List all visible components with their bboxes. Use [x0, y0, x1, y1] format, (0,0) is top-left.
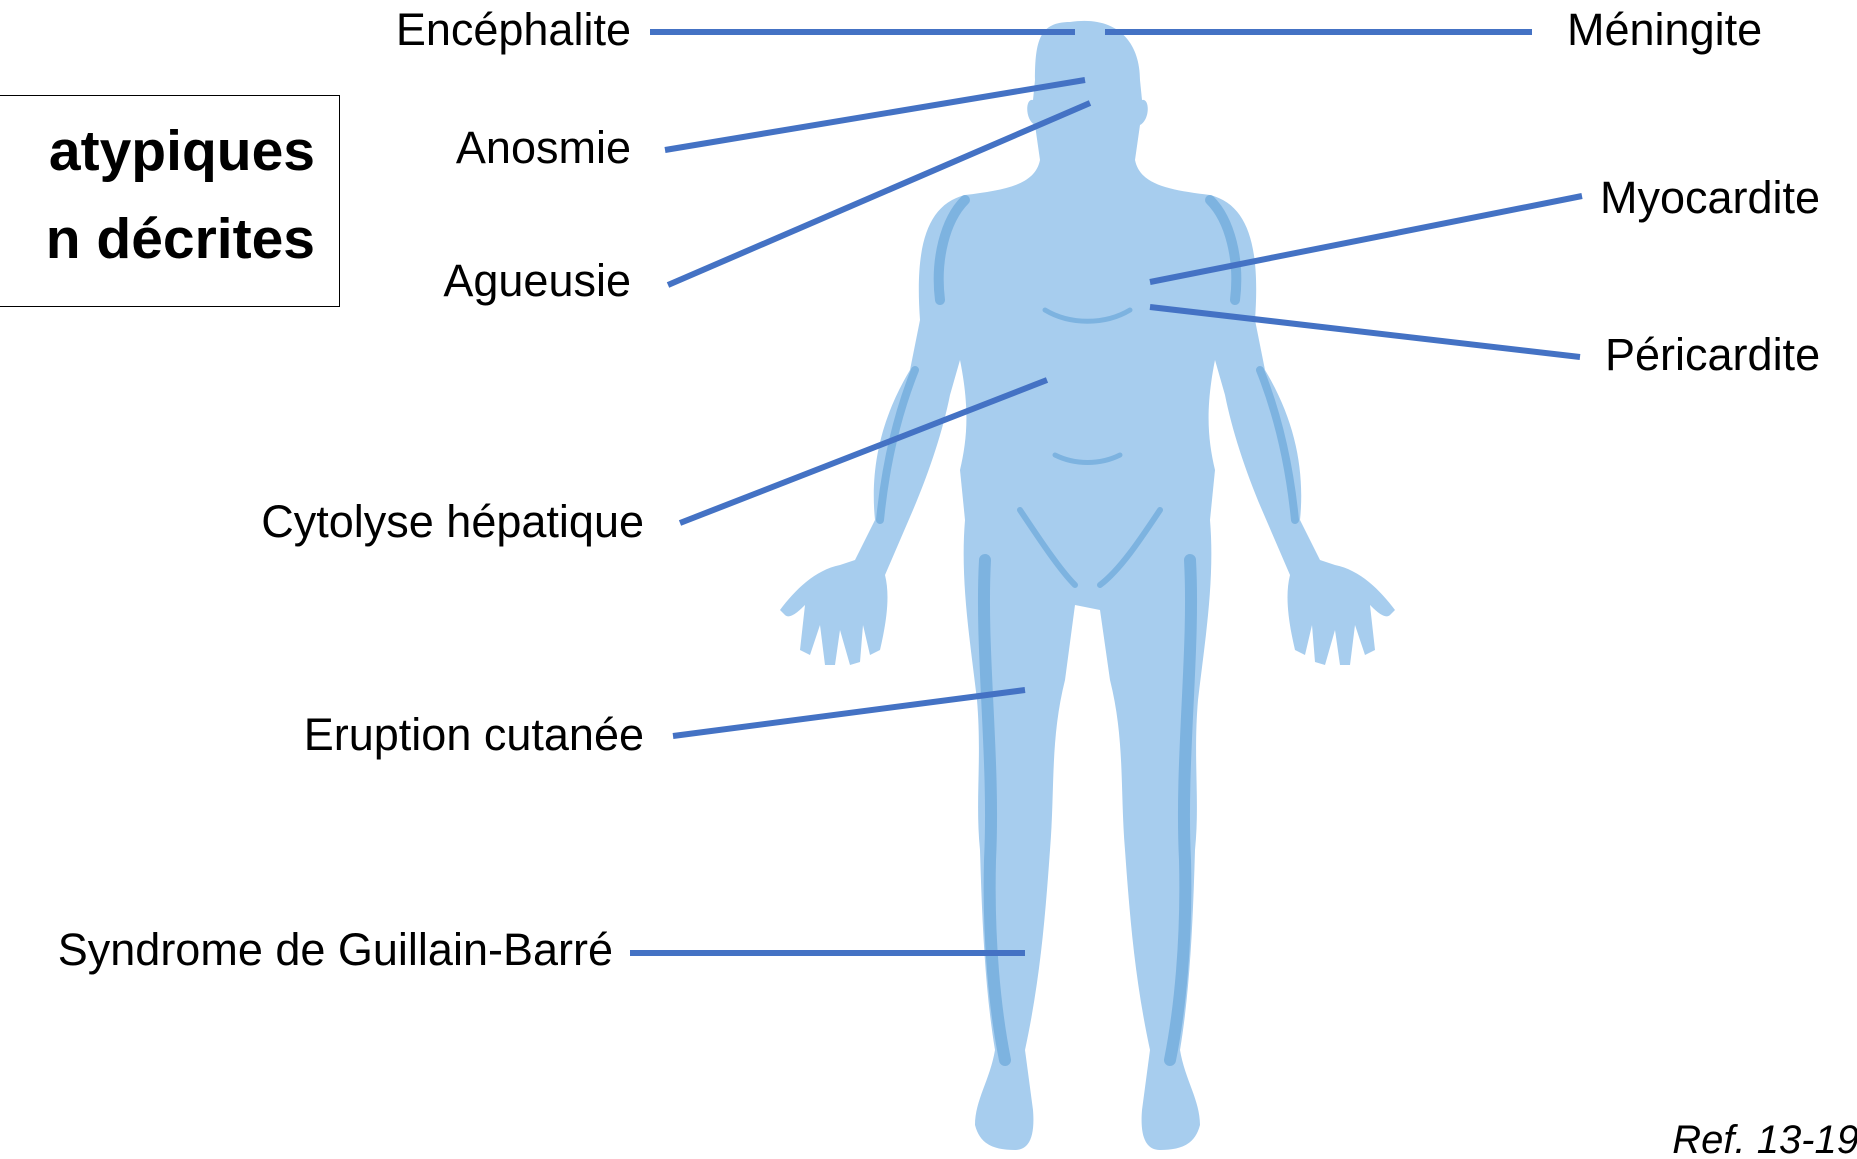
label-meningite: Méningite	[1567, 2, 1762, 58]
leader-line-eruption	[673, 690, 1025, 736]
leader-line-anosmie	[665, 80, 1085, 150]
label-encephalite: Encéphalite	[396, 2, 631, 58]
label-agueusie: Agueusie	[443, 253, 631, 309]
label-pericardite: Péricardite	[1605, 327, 1820, 383]
title-line-1: atypiques	[49, 118, 315, 184]
title-line-2: n décrites	[46, 206, 315, 272]
label-guillain-barre: Syndrome de Guillain-Barré	[58, 922, 613, 978]
body-silhouette	[780, 21, 1395, 1150]
label-cytolyse-hepatique: Cytolyse hépatique	[261, 494, 644, 550]
title-box: atypiques n décrites	[0, 95, 340, 307]
label-anosmie: Anosmie	[456, 120, 631, 176]
label-myocardite: Myocardite	[1600, 170, 1820, 226]
reference-note: Ref. 13-19	[1672, 1115, 1857, 1159]
human-body-figure	[780, 21, 1395, 1150]
label-eruption-cutanee: Eruption cutanée	[304, 707, 644, 763]
